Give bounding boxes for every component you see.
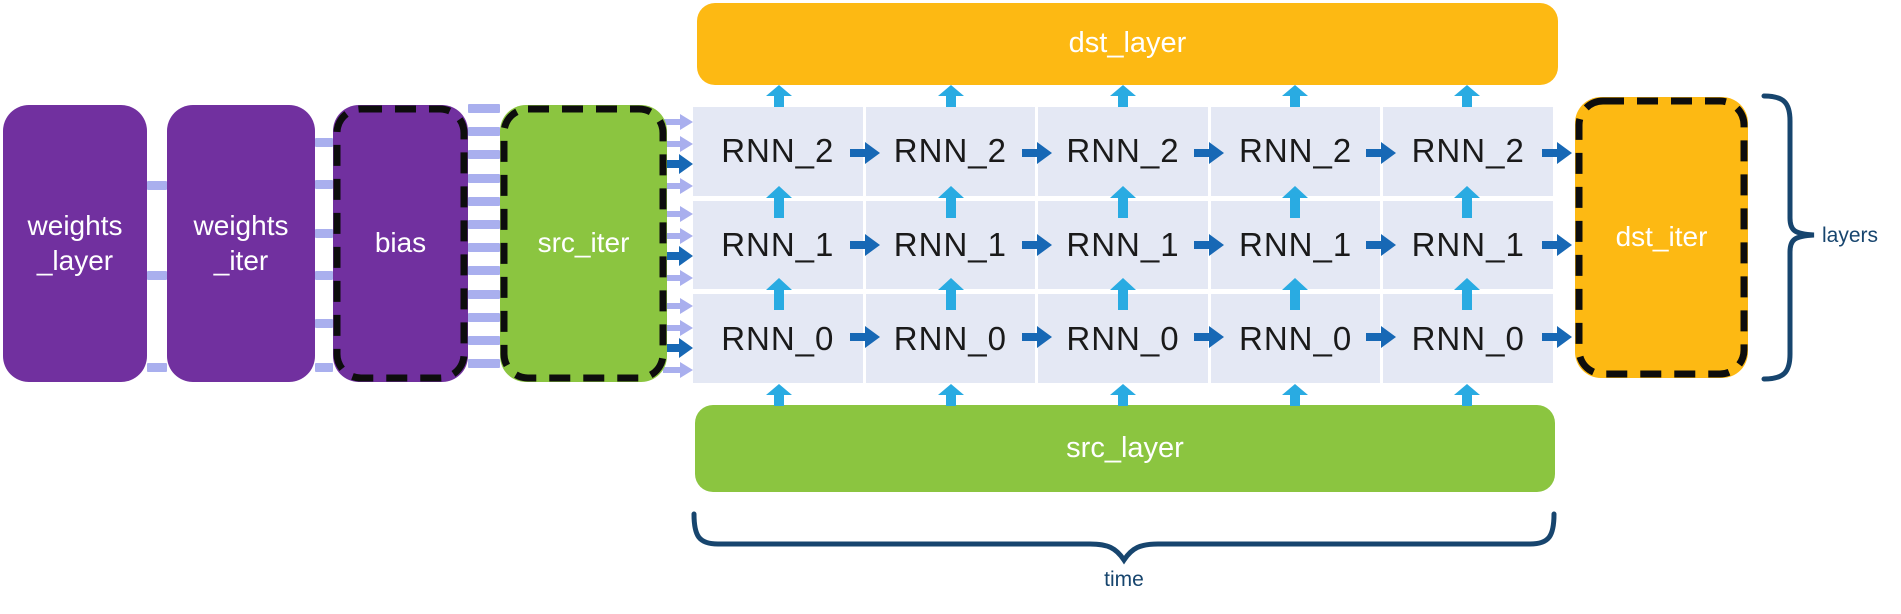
rnn-cell: RNN_2 (1210, 107, 1381, 196)
rnn-cell: RNN_0 (1038, 294, 1208, 383)
arrow-up-icon (1110, 85, 1136, 107)
layers-label: layers (1822, 224, 1879, 247)
src-iter-label: src_iter (537, 227, 630, 259)
connector-stripe (315, 319, 333, 328)
arrow-up-icon (1282, 384, 1308, 406)
connector-stripe (468, 243, 500, 253)
connector-stripe (468, 220, 500, 229)
rnn-cell: RNN_1 (865, 200, 1036, 290)
block-dst-layer: dst_layer (697, 3, 1558, 85)
connector-stripe (468, 127, 500, 137)
arrow-up-icon (1110, 384, 1136, 406)
connector-stripe (468, 359, 500, 369)
arrow-right-icon (663, 270, 693, 286)
connector-stripe (468, 173, 500, 183)
connector-stripe (468, 336, 500, 345)
arrow-up-icon (766, 384, 792, 406)
arrow-up-icon (766, 85, 792, 107)
arrow-right-icon (663, 362, 693, 378)
connector-stripe (468, 104, 500, 113)
rnn-cell: RNN_0 (865, 294, 1036, 383)
connector-stripe (147, 271, 167, 280)
arrow-up-icon (938, 85, 964, 107)
block-weights-iter: weights _iter (167, 105, 315, 382)
time-label: time (1104, 568, 1144, 591)
connector-stripe (315, 138, 333, 147)
connector-stripe (468, 196, 500, 206)
rnn-cell: RNN_0 (1383, 294, 1553, 383)
arrow-up-icon (1454, 85, 1480, 107)
connector-stripe (315, 180, 333, 189)
block-weights-layer: weights _layer (3, 105, 147, 382)
time-brace-icon (691, 511, 1557, 565)
rnn-cell: RNN_1 (693, 200, 863, 290)
arrow-right-icon (663, 320, 693, 336)
rnn-cell: RNN_0 (693, 294, 863, 383)
rnn-cell: RNN_1 (1383, 200, 1553, 290)
block-dst-iter: dst_iter (1575, 97, 1748, 378)
rnn-cell: RNN_0 (1210, 294, 1381, 383)
rnn-cell: RNN_2 (693, 107, 863, 196)
connector-stripe (468, 312, 500, 322)
rnn-cell: RNN_2 (865, 107, 1036, 196)
connector-stripe (468, 266, 500, 276)
connector-stripe (315, 271, 333, 280)
arrow-up-icon (1282, 85, 1308, 107)
connector-stripe (468, 289, 500, 299)
arrow-right-icon (663, 228, 693, 244)
block-src-iter: src_iter (500, 105, 667, 382)
arrow-right-icon (663, 136, 693, 152)
connector-stripe (147, 181, 167, 190)
connector-stripe (468, 150, 500, 160)
arrow-up-icon (1454, 384, 1480, 406)
connector-stripe (147, 363, 167, 372)
rnn-cell: RNN_2 (1038, 107, 1208, 196)
block-src-layer: src_layer (695, 405, 1555, 492)
arrow-right-icon (663, 178, 693, 194)
rnn-cell: RNN_2 (1383, 107, 1553, 196)
arrow-right-icon (663, 206, 693, 222)
layers-brace-icon (1761, 93, 1815, 382)
connector-stripe (315, 229, 333, 238)
rnn-cell: RNN_1 (1038, 200, 1208, 290)
arrow-right-icon (663, 114, 693, 130)
rnn-cell-grid: RNN_2 RNN_2 RNN_2 RNN_2 RNN_2 RNN_1 RNN_… (693, 107, 1553, 383)
bias-label: bias (374, 227, 427, 259)
arrow-up-icon (938, 384, 964, 406)
block-bias: bias (333, 105, 468, 382)
arrow-right-icon (663, 298, 693, 314)
rnn-cell: RNN_1 (1210, 200, 1381, 290)
dst-iter-label: dst_iter (1615, 221, 1708, 253)
connector-stripe (315, 363, 333, 372)
